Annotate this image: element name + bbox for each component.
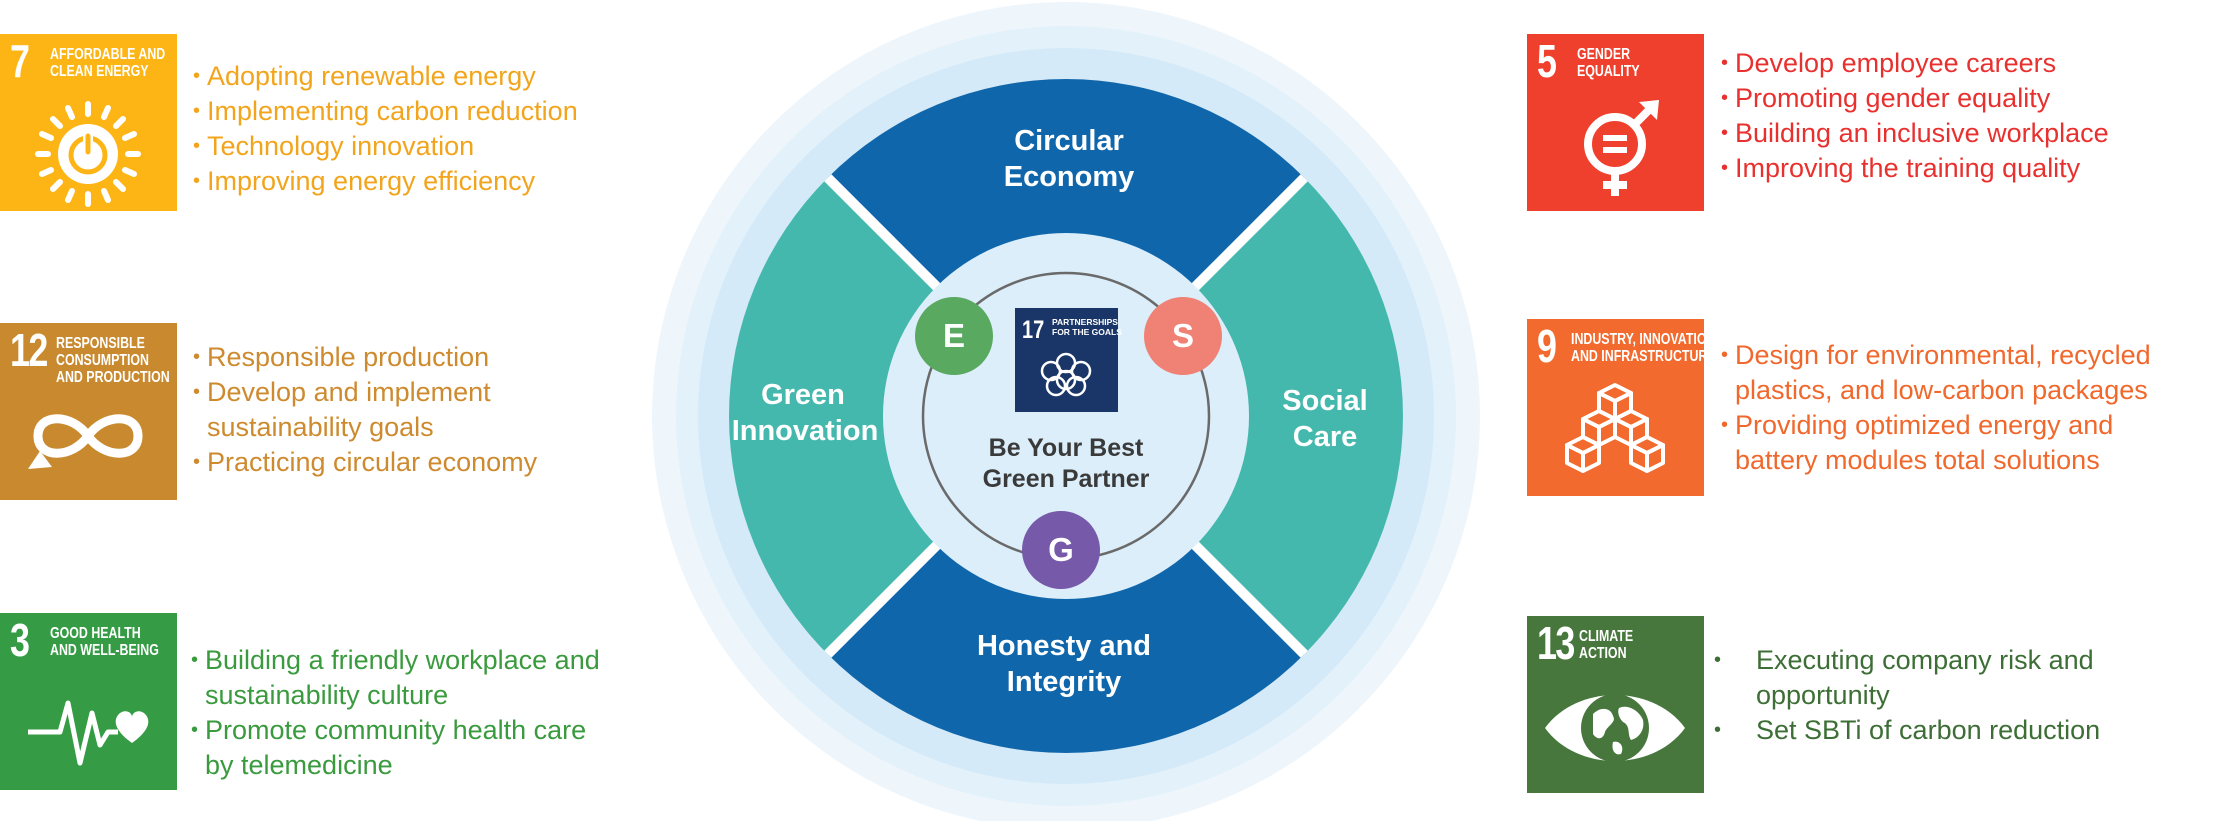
flower-icon bbox=[1040, 352, 1092, 397]
svg-text:Integrity: Integrity bbox=[1007, 666, 1121, 698]
sdg5-list: Develop employee careers Promoting gende… bbox=[1721, 46, 2109, 186]
list-item: Improving energy efficiency bbox=[193, 164, 578, 199]
list-item: by telemedicine bbox=[205, 750, 393, 780]
list-item: Design for environmental, recycled bbox=[1721, 338, 2151, 373]
heartbeat-icon bbox=[28, 700, 149, 766]
sdg9-list: Design for environmental, recycled plast… bbox=[1721, 338, 2151, 478]
list-item: Practicing circular economy bbox=[193, 445, 537, 480]
list-item: Building a friendly workplace and bbox=[191, 643, 600, 678]
label-green-innovation: Green bbox=[761, 379, 845, 411]
list-item: Adopting renewable energy bbox=[193, 59, 578, 94]
e-circle bbox=[915, 297, 993, 375]
s-circle bbox=[1144, 297, 1222, 375]
svg-text:FOR THE GOALS: FOR THE GOALS bbox=[1052, 327, 1122, 337]
sdg12-list: Responsible production Develop and imple… bbox=[193, 340, 537, 480]
list-item: sustainability goals bbox=[207, 412, 434, 442]
svg-text:Innovation: Innovation bbox=[732, 415, 879, 447]
list-item: Develop employee careers bbox=[1721, 46, 2109, 81]
list-item: Providing optimized energy and bbox=[1721, 408, 2151, 443]
svg-text:S: S bbox=[1172, 317, 1194, 354]
sdg3-list: Building a friendly workplace and sustai… bbox=[191, 643, 600, 783]
svg-text:Economy: Economy bbox=[1004, 161, 1135, 193]
list-item: Implementing carbon reduction bbox=[193, 94, 578, 129]
list-item: Promoting gender equality bbox=[1721, 81, 2109, 116]
list-item: Executing company risk and bbox=[1712, 643, 2100, 678]
svg-text:Care: Care bbox=[1293, 421, 1358, 453]
label-circular-economy: Circular bbox=[1014, 125, 1124, 157]
infinity-icon bbox=[28, 414, 143, 469]
svg-text:E: E bbox=[943, 317, 965, 354]
cubes-icon bbox=[1565, 383, 1665, 473]
svg-text:G: G bbox=[1048, 531, 1074, 568]
label-honesty-integrity: Honesty and bbox=[977, 630, 1151, 662]
eye-earth-icon bbox=[1545, 694, 1685, 762]
sun-power-icon bbox=[35, 101, 141, 207]
list-item: Promote community health care bbox=[191, 713, 600, 748]
svg-text:Green Partner: Green Partner bbox=[983, 465, 1150, 493]
g-circle bbox=[1022, 511, 1100, 589]
svg-text:17: 17 bbox=[1022, 316, 1044, 344]
svg-text:PARTNERSHIPS: PARTNERSHIPS bbox=[1052, 317, 1118, 327]
list-item: Improving the training quality bbox=[1721, 151, 2109, 186]
list-item: Develop and implement bbox=[193, 375, 537, 410]
sdg17-badge: 17 PARTNERSHIPS FOR THE GOALS bbox=[1015, 308, 1122, 412]
list-item: plastics, and low-carbon packages bbox=[1735, 375, 2148, 405]
list-item: Set SBTi of carbon reduction bbox=[1712, 713, 2100, 748]
list-item: Technology innovation bbox=[193, 129, 578, 164]
label-social-care: Social bbox=[1282, 385, 1367, 417]
sdg13-list: Executing company risk and opportunity S… bbox=[1712, 643, 2100, 748]
list-item: Building an inclusive workplace bbox=[1721, 116, 2109, 151]
sdg7-list: Adopting renewable energy Implementing c… bbox=[193, 59, 578, 199]
list-item: opportunity bbox=[1756, 680, 1890, 710]
list-item: sustainability culture bbox=[205, 680, 449, 710]
list-item: battery modules total solutions bbox=[1735, 445, 2100, 475]
center-title: Be Your Best bbox=[989, 434, 1144, 462]
gender-equality-icon bbox=[1584, 100, 1659, 196]
list-item: Responsible production bbox=[193, 340, 537, 375]
